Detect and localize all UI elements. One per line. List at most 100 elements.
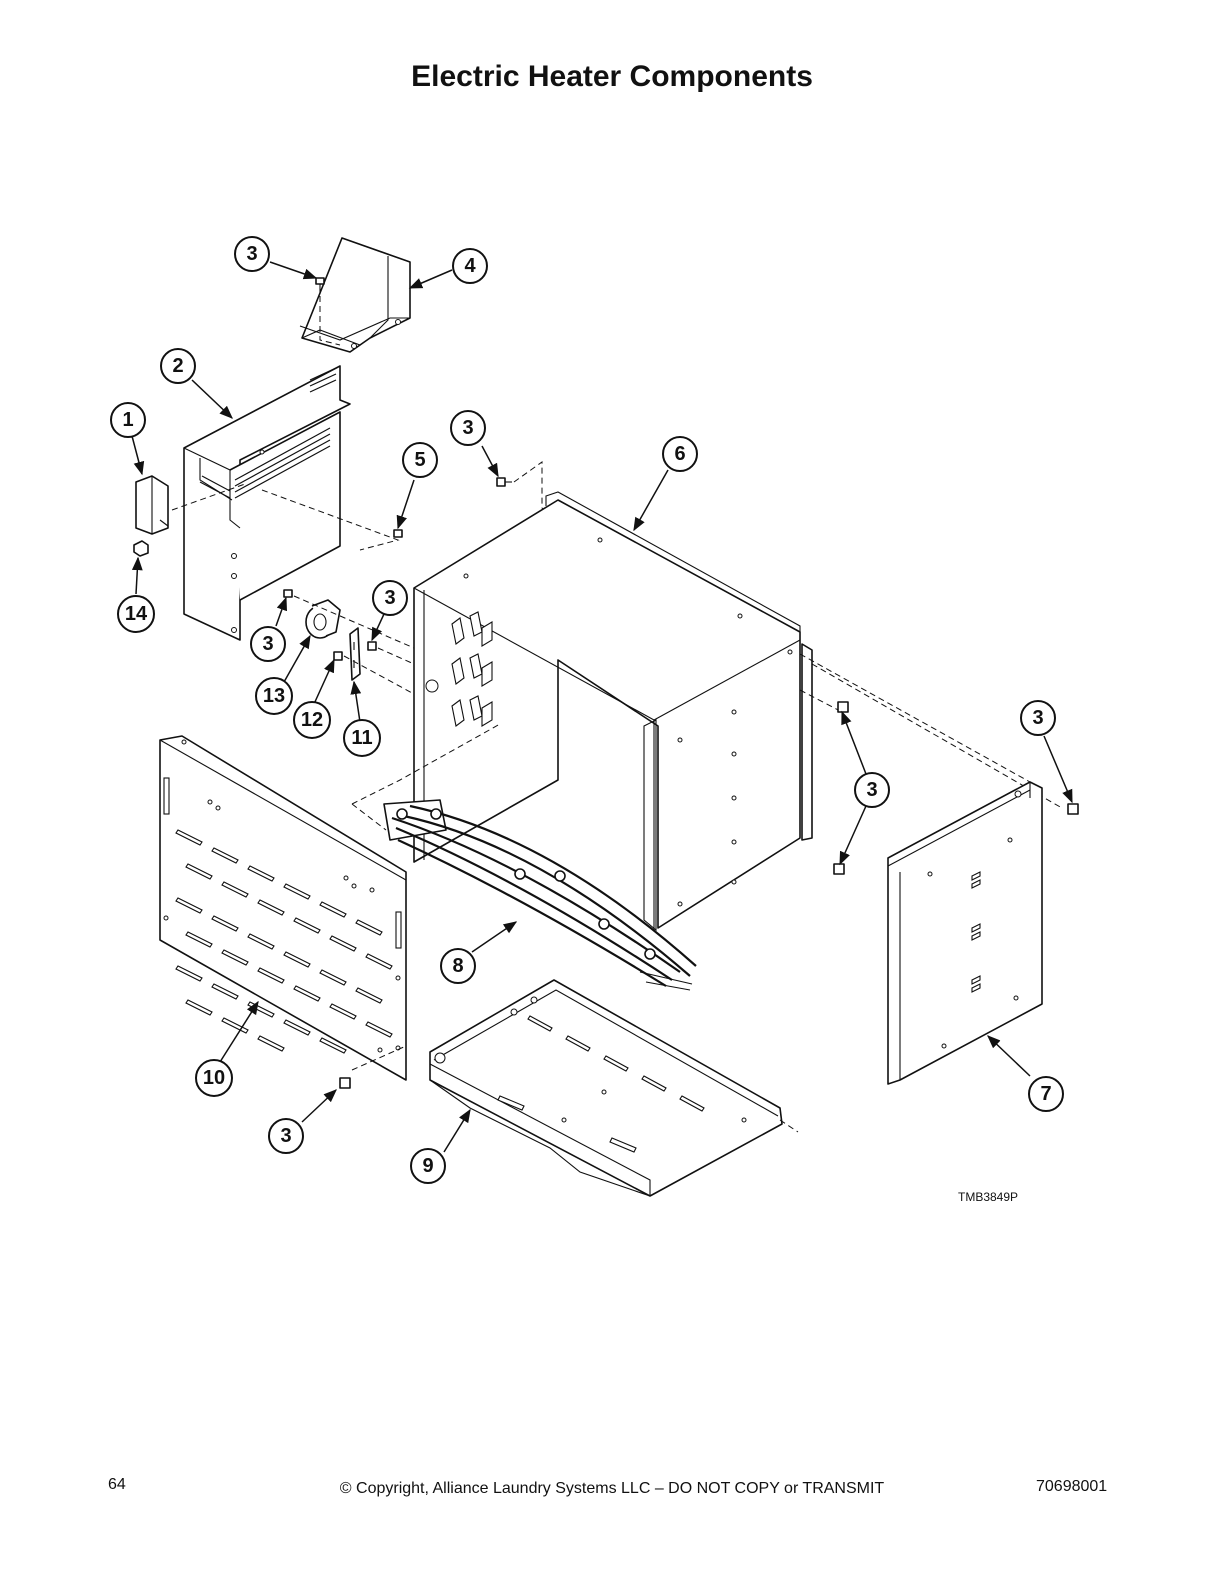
louver-slot — [211, 915, 239, 932]
louver-slot — [329, 935, 357, 952]
louver-slot — [257, 1035, 285, 1052]
svg-text:3: 3 — [462, 417, 473, 439]
part-11-bracket — [349, 627, 361, 681]
callout-5: 5 — [402, 442, 438, 478]
callout-10: 10 — [195, 1059, 233, 1097]
louver-slot — [221, 949, 249, 966]
screw-icon — [315, 277, 325, 294]
callout-6: 6 — [662, 436, 698, 472]
svg-text:13: 13 — [263, 685, 285, 707]
part-1-control-box — [135, 475, 169, 535]
louver-slot — [283, 1019, 311, 1036]
callout-3: 3 — [234, 236, 270, 272]
screw-icon — [496, 477, 512, 487]
part-4-duct-bracket — [299, 237, 411, 353]
louver-slot — [247, 865, 275, 882]
part-8-heating-elements — [351, 723, 697, 991]
louver-slot — [319, 969, 347, 986]
page-title: Electric Heater Components — [411, 60, 813, 93]
callout-3: 3 — [372, 580, 408, 616]
leader-lines — [131, 261, 1073, 1153]
part-10-louver-slots — [175, 829, 393, 1054]
callout-3: 3 — [1020, 700, 1056, 736]
svg-text:10: 10 — [203, 1067, 225, 1089]
louver-slot — [257, 899, 285, 916]
svg-text:1: 1 — [122, 409, 133, 431]
louver-slot — [293, 985, 321, 1002]
callout-4: 4 — [452, 248, 488, 284]
screw-icon — [367, 641, 377, 651]
part-14-clip — [133, 540, 149, 557]
svg-text:12: 12 — [301, 709, 323, 731]
louver-slot — [283, 951, 311, 968]
screw-icon — [833, 863, 845, 875]
svg-text:14: 14 — [125, 603, 148, 625]
callout-13: 13 — [255, 677, 293, 715]
louver-slot — [329, 1003, 357, 1020]
page-number: 64 — [108, 1476, 126, 1493]
svg-text:9: 9 — [422, 1155, 433, 1177]
louver-slot — [355, 919, 383, 936]
callout-8: 8 — [440, 948, 476, 984]
svg-text:3: 3 — [262, 633, 273, 655]
part-10-front-panel — [159, 735, 407, 1081]
part-5-screw — [393, 529, 403, 538]
callout-11: 11 — [343, 719, 381, 757]
part-13-thermostat — [305, 599, 341, 639]
part-2-vent-louvers — [199, 367, 337, 499]
louver-slot — [257, 967, 285, 984]
louver-slot — [175, 965, 203, 982]
callout-9: 9 — [410, 1148, 446, 1184]
screw-icon — [339, 1077, 351, 1089]
svg-text:3: 3 — [280, 1125, 291, 1147]
louver-slot — [221, 1017, 249, 1034]
callout-3: 3 — [250, 626, 286, 662]
callout-12: 12 — [293, 701, 331, 739]
part-6-heater-housing — [413, 491, 813, 932]
callout-3: 3 — [268, 1118, 304, 1154]
part-2-rear-cover — [183, 365, 351, 641]
svg-text:4: 4 — [464, 255, 476, 277]
callout-3: 3 — [854, 772, 890, 808]
louver-slot — [319, 1037, 347, 1054]
figure-id: TMB3849P — [958, 1190, 1019, 1204]
part-7-slots — [971, 871, 981, 993]
louver-slot — [211, 983, 239, 1000]
screw-icon — [837, 701, 849, 713]
copyright-notice: © Copyright, Alliance Laundry Systems LL… — [339, 1480, 885, 1497]
louver-slot — [175, 829, 203, 846]
louver-slot — [185, 931, 213, 948]
callout-3: 3 — [450, 410, 486, 446]
part-9-slots — [497, 1015, 705, 1153]
callout-7: 7 — [1028, 1076, 1064, 1112]
louver-slot — [175, 897, 203, 914]
louver-slot — [365, 1021, 393, 1038]
screw-icon — [1067, 803, 1079, 815]
part-7-side-panel — [887, 781, 1043, 1085]
louver-slot — [247, 933, 275, 950]
svg-text:7: 7 — [1040, 1083, 1051, 1105]
svg-text:3: 3 — [866, 779, 877, 801]
louver-slot — [185, 999, 213, 1016]
louver-slot — [293, 917, 321, 934]
louver-slot — [319, 901, 347, 918]
louver-slot — [185, 863, 213, 880]
svg-text:2: 2 — [172, 355, 183, 377]
svg-text:3: 3 — [1032, 707, 1043, 729]
callout-1: 1 — [110, 402, 146, 438]
part-9-bottom-tray — [429, 979, 783, 1197]
svg-text:3: 3 — [246, 243, 257, 265]
document-number: 70698001 — [1036, 1478, 1108, 1495]
louver-slot — [211, 847, 239, 864]
callout-14: 14 — [117, 595, 155, 633]
louver-slot — [283, 883, 311, 900]
svg-text:11: 11 — [351, 727, 372, 749]
louver-slot — [221, 881, 249, 898]
screw-icon — [283, 589, 293, 598]
louver-slot — [247, 1001, 275, 1018]
callout-2: 2 — [160, 348, 196, 384]
svg-text:6: 6 — [674, 443, 685, 465]
part-6-cutouts — [425, 611, 493, 727]
part-12-screw — [333, 651, 343, 661]
